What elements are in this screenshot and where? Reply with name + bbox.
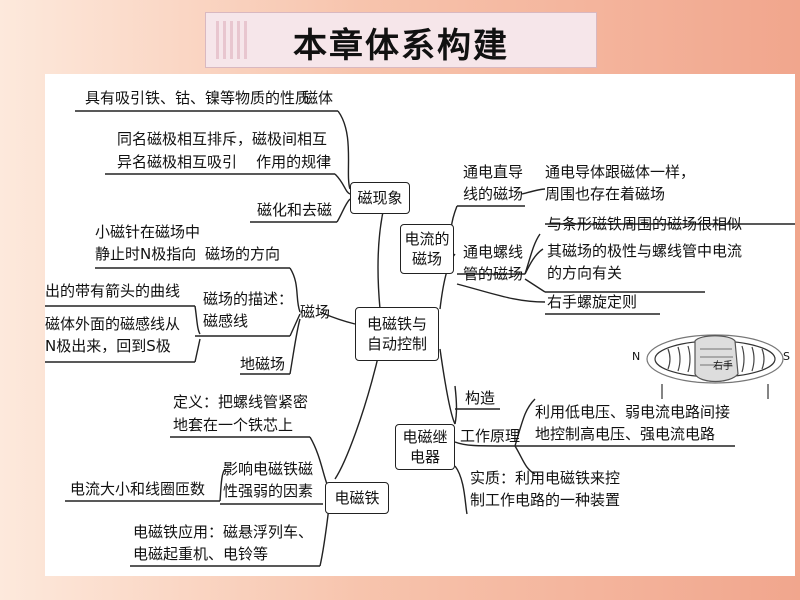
relay-label-2: 电器	[409, 448, 440, 466]
earth-field-text: 地磁场	[240, 355, 286, 373]
solenoid-item-4: 右手螺旋定则	[547, 293, 638, 311]
relay-label-1: 电磁继	[402, 428, 448, 446]
figure-hand-label: 右手	[713, 361, 733, 372]
application-line-1: 电磁铁应用：磁悬浮列车、	[133, 523, 314, 541]
electromagnet-node: 电磁铁	[325, 482, 389, 514]
center-line-2: 自动控制	[366, 335, 427, 353]
banner-decoration	[216, 21, 251, 63]
relay-essence-line-1: 实质：利用电磁铁来控	[470, 469, 621, 487]
solenoid-label-1: 通电螺线	[463, 243, 524, 261]
magnet-label: 磁体	[303, 89, 334, 107]
field-description-label-2: 磁感线	[203, 312, 249, 330]
factors-label-2: 性强弱的因素	[223, 482, 314, 500]
right-hand-rule-figure	[646, 334, 784, 399]
solenoid-label-2: 管的磁场	[463, 265, 524, 283]
title-banner: 本章体系构建	[205, 12, 597, 68]
straight-wire-label-1: 通电直导	[463, 163, 524, 181]
relay-principle-label: 工作原理	[460, 427, 521, 445]
relay-principle-line-2: 地控制高电压、强电流电路	[535, 425, 716, 443]
pole-rule-line-2: 异名磁极相互吸引 作用的规律	[117, 153, 332, 171]
field-direction-label: 磁场的方向	[205, 245, 281, 263]
solenoid-item-1: 与条形磁铁周围的磁场很相似	[547, 215, 743, 233]
factors-text: 电流大小和线圈匝数	[70, 480, 206, 498]
relay-essence-line-2: 制工作电路的一种装置	[470, 491, 621, 509]
relay-structure: 构造	[465, 389, 496, 407]
center-line-1: 电磁铁与	[366, 315, 427, 333]
magnet-property-text: 具有吸引铁、钴、镍等物质的性质	[85, 89, 311, 107]
current-field-line-2: 磁场	[411, 250, 442, 268]
application-line-2: 电磁起重机、电铃等	[133, 545, 269, 563]
current-field-node: 电流的 磁场	[400, 224, 454, 274]
field-description-label-1: 磁场的描述：	[203, 290, 294, 308]
figure-n-label: N	[632, 350, 641, 363]
solenoid-item-3: 的方向有关	[547, 264, 623, 282]
field-curve-line-3: N极出来，回到S极	[45, 337, 171, 355]
mind-map-panel: 具有吸引铁、钴、镍等物质的性质 磁体 同名磁极相互排斥，磁极间相互 异名磁极相互…	[45, 74, 795, 576]
center-node: 电磁铁与 自动控制	[355, 307, 439, 361]
straight-wire-text-2: 周围也存在着磁场	[545, 185, 666, 203]
field-curve-line-1: 出的带有箭头的曲线	[45, 282, 181, 300]
relay-node: 电磁继 电器	[395, 424, 455, 470]
straight-wire-text-1: 通电导体跟磁体一样，	[545, 163, 696, 181]
magnetize-text: 磁化和去磁	[257, 201, 333, 219]
current-field-line-1: 电流的	[404, 230, 450, 248]
pole-rule-line-1: 同名磁极相互排斥，磁极间相互	[117, 130, 328, 148]
magnet-phenomenon-node: 磁现象	[350, 182, 410, 214]
magnetic-field-node: 磁场	[300, 303, 331, 321]
figure-s-label: S	[783, 350, 790, 363]
relay-principle-line-1: 利用低电压、弱电流电路间接	[535, 403, 731, 421]
field-curve-line-2: 磁体外面的磁感线从	[45, 315, 181, 333]
connector-lines	[45, 110, 795, 567]
page-title: 本章体系构建	[293, 26, 509, 66]
field-direction-line-2: 静止时N极指向	[95, 245, 197, 263]
definition-line-2: 地套在一个铁芯上	[173, 416, 294, 434]
field-direction-line-1: 小磁针在磁场中	[95, 223, 201, 241]
straight-wire-label-2: 线的磁场	[463, 185, 524, 203]
solenoid-item-2: 其磁场的极性与螺线管中电流	[547, 242, 743, 260]
definition-line-1: 定义：把螺线管紧密	[173, 393, 309, 411]
factors-label-1: 影响电磁铁磁	[223, 460, 314, 478]
